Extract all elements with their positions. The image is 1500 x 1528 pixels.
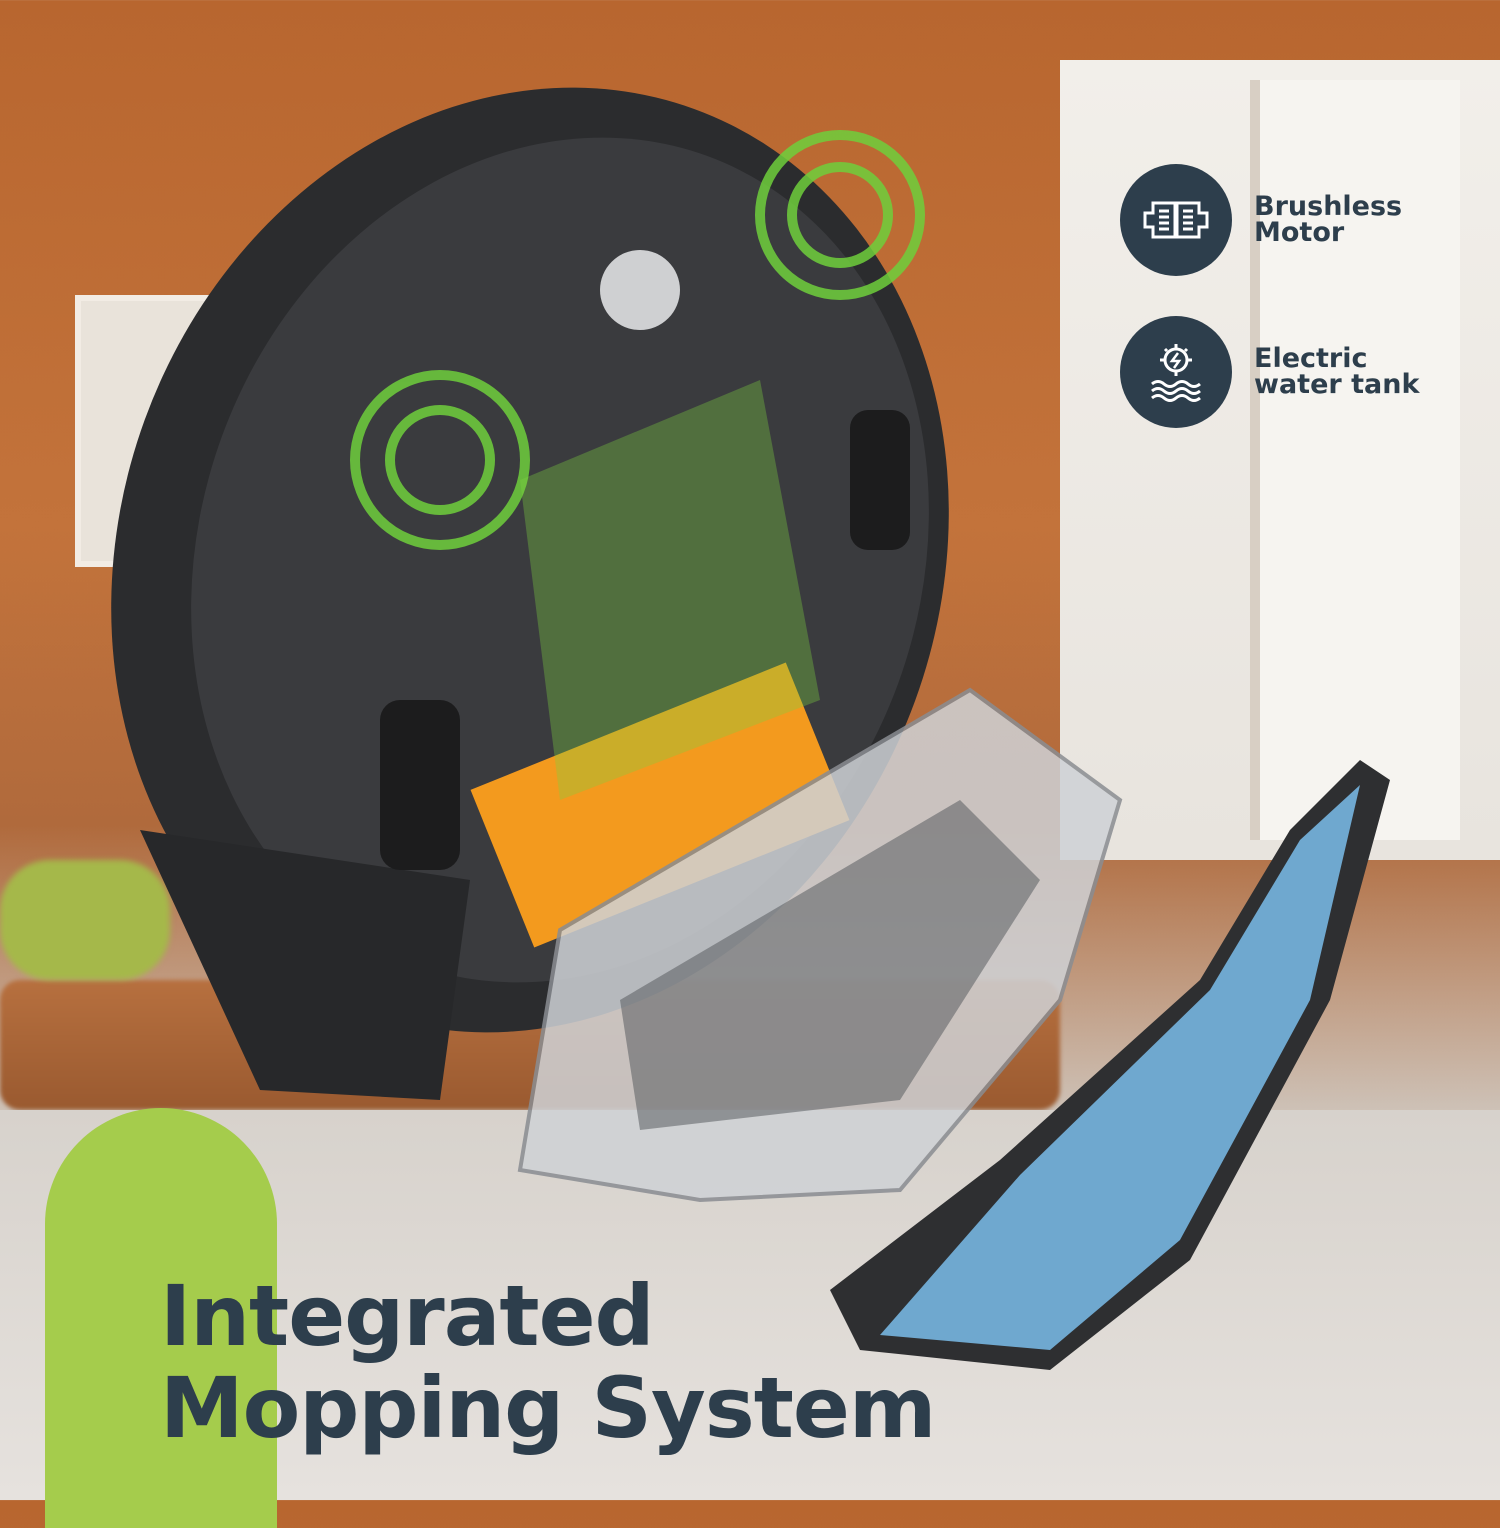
feature-label: Brushless Motor [1254, 191, 1454, 248]
feature-list: Brushless Motor Electric water tank [1120, 164, 1454, 468]
mop-pad [830, 760, 1390, 1370]
feature-label-line: Electric [1254, 343, 1368, 374]
headline: Integrated Mopping System [160, 1267, 936, 1457]
headline-line-2: Mopping System [160, 1359, 936, 1457]
feature-label-line: water tank [1254, 369, 1420, 400]
feature-label-line: Brushless [1254, 191, 1403, 222]
feature-label-line: Motor [1254, 217, 1345, 248]
window-frame [1250, 80, 1460, 840]
robot-body [111, 87, 949, 1100]
feature-brushless-motor: Brushless Motor [1120, 164, 1454, 276]
feature-label: Electric water tank [1254, 343, 1454, 400]
brushless-motor-icon [1120, 164, 1232, 276]
electric-water-tank-icon [1120, 316, 1232, 428]
side-brush-spin-effects [350, 130, 925, 550]
wheel-right [850, 410, 910, 550]
suction-airflow-effect [520, 380, 820, 800]
wheel-left [380, 700, 460, 870]
main-brush-orange [470, 662, 850, 948]
background-person [0, 860, 170, 980]
accent-green-pill [45, 1108, 277, 1528]
feature-electric-water-tank: Electric water tank [1120, 316, 1454, 428]
caster-wheel [600, 250, 680, 330]
headline-line-1: Integrated [160, 1267, 655, 1365]
water-tank [517, 687, 1123, 1203]
